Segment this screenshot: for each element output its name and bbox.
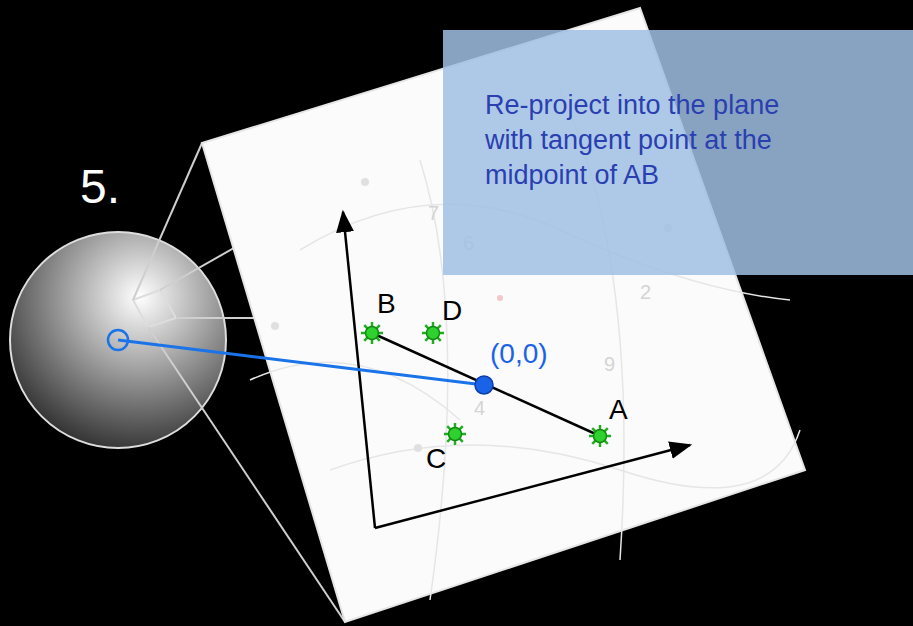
star-marker [361,322,383,344]
faint-number: 7 [428,203,439,223]
origin-label: (0,0) [490,340,548,368]
point-label: C [426,445,446,473]
star-marker [444,423,466,445]
tangent-ray [118,340,484,385]
point-label: D [442,297,462,325]
point-label: B [377,290,396,318]
segment-ab [372,333,600,436]
star-marker [422,322,444,344]
sphere-patch [133,290,176,327]
tangent-point [475,376,493,394]
faint-number: 2 [640,282,651,302]
faint-number: 4 [474,398,485,418]
x-axis [375,445,690,528]
point-label: A [609,396,628,424]
sphere-center [108,330,128,350]
faint-number: 9 [604,354,615,374]
star-marker [589,425,611,447]
callout-box: Re-project into the plane with tangent p… [443,30,913,275]
step-number: 5. [80,163,120,211]
callout-text: Re-project into the plane with tangent p… [485,88,833,193]
